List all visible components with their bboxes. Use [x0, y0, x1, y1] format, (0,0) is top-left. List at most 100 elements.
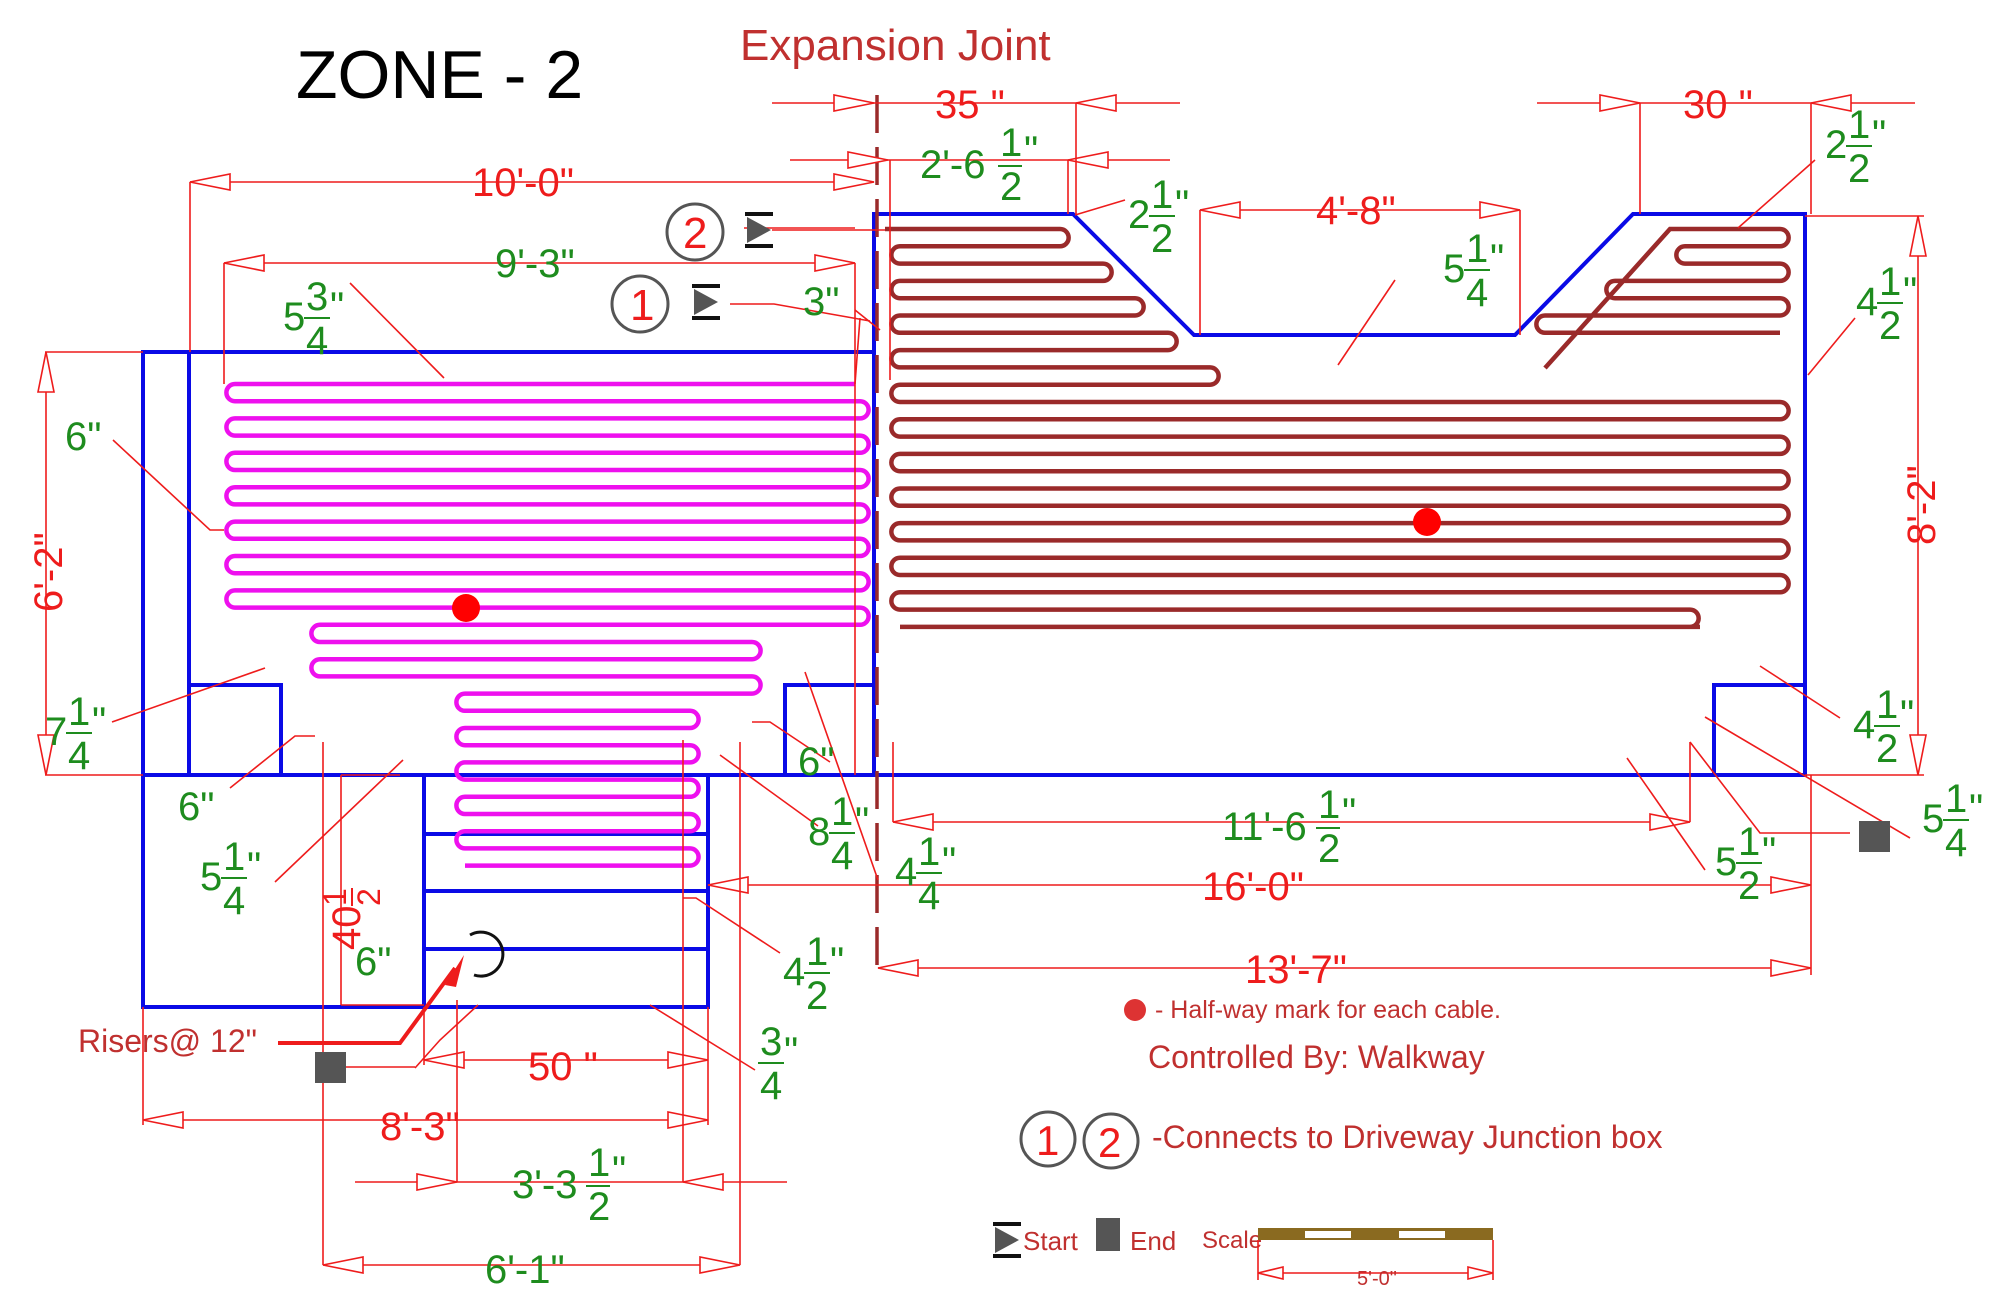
legend-circle-1: 1: [1036, 1117, 1059, 1164]
dim-6-1: 6'-1": [485, 1248, 565, 1292]
legend-halfway: - Half-way mark for each cable.: [1155, 996, 1501, 1024]
spacing-denominator: 4: [1945, 821, 1967, 865]
dim-inch: ": [1024, 129, 1038, 173]
dim-13-7: 13'-7": [1245, 948, 1347, 992]
spacing-inch: ": [1762, 830, 1776, 874]
spacing-inch: ": [330, 285, 344, 329]
spacing-inch: ": [855, 800, 869, 844]
start-marker-1[interactable]: 1: [610, 274, 720, 334]
spacing-numerator: 1: [1876, 683, 1898, 727]
end-marker-cable-2[interactable]: [1859, 821, 1890, 852]
spacing-inch: ": [830, 940, 844, 984]
legend-scale: Scale: [1202, 1227, 1262, 1254]
legend-connects: -Connects to Driveway Junction box: [1152, 1119, 1662, 1155]
dim-value: 11'-6: [1222, 805, 1307, 849]
dim-50: 50 ": [528, 1045, 598, 1089]
dim-den: 2: [588, 1185, 610, 1229]
spacing-inch: ": [1903, 270, 1917, 314]
riser-leader: [278, 966, 457, 1045]
circle-1-label: 1: [630, 281, 654, 330]
dim-2-6-half: 2'-6 1 2 ": [920, 121, 1038, 209]
spacing-denominator: 2: [1848, 147, 1870, 191]
spacing-numerator: 1: [223, 835, 245, 879]
spacing-numerator: 1: [1945, 777, 1967, 821]
spacing-denominator: 2: [1151, 217, 1173, 261]
spacing-6-riser: 6": [355, 940, 391, 984]
halfway-mark-cable-2: [1413, 508, 1441, 536]
dim-40-num: 1: [317, 888, 353, 906]
spacing-numerator: 1: [1151, 173, 1173, 217]
dim-num: 1: [588, 1141, 610, 1185]
spacing-whole: 2: [1825, 123, 1847, 167]
spacing-denominator: 2: [1876, 727, 1898, 771]
spacing-whole: 8: [808, 810, 830, 854]
dim-value: 3'-3: [512, 1163, 577, 1207]
dim-3-3-half: 3'-3 1 2 ": [512, 1141, 626, 1229]
zone-title: ZONE - 2: [296, 37, 583, 113]
legend-end: End: [1130, 1226, 1176, 1256]
spacing-6-lower-left: 6": [178, 785, 214, 829]
dim-4-8: 4'-8": [1316, 189, 1396, 233]
spacing-whole: 5: [283, 295, 305, 339]
legend-start-icon: [993, 1222, 1021, 1258]
spacing-numerator: 1: [806, 930, 828, 974]
spacing-denominator: 2: [1738, 864, 1760, 908]
riser-arrowhead: [445, 955, 464, 987]
spacing-inch: ": [1900, 693, 1914, 737]
spacing-inch: ": [92, 700, 106, 744]
spacing-whole: 4: [895, 850, 917, 894]
spacing-numerator: 1: [68, 690, 90, 734]
legend-end-icon: [1096, 1218, 1120, 1251]
dim-30: 30 ": [1683, 83, 1753, 127]
scale-length: 5'-0": [1357, 1268, 1397, 1290]
end-marker-cable-1[interactable]: [315, 1052, 346, 1083]
legend-circle-2: 2: [1098, 1119, 1121, 1166]
dim-16-0: 16'-0": [1202, 865, 1304, 909]
legend: - Half-way mark for each cable. Controll…: [993, 996, 1662, 1290]
dim-40: 40: [325, 906, 369, 951]
dim-value: 2'-6: [920, 143, 985, 187]
spacing-whole: 5: [1443, 247, 1465, 291]
spacing-whole: 5: [1715, 840, 1737, 884]
spacing-inch: ": [1872, 113, 1886, 157]
spacing-inch: ": [1969, 787, 1983, 831]
cable-2-serpentine: [885, 226, 1791, 630]
spacing-6-middle: 6": [798, 740, 834, 784]
spacing-whole: 5: [200, 855, 222, 899]
spacing-3: 3": [803, 280, 839, 324]
halfway-mark-cable-1: [452, 594, 480, 622]
spacing-whole: 7: [45, 710, 67, 754]
spacing-whole: 5: [1922, 797, 1944, 841]
spacing-denominator: 4: [918, 874, 940, 918]
dim-den: 2: [1000, 165, 1022, 209]
spacing-denominator: 2: [806, 974, 828, 1018]
spacing-whole: 4: [1856, 280, 1878, 324]
halfway-legend-dot: [1124, 999, 1146, 1021]
dim-6-2: 6'-2": [27, 532, 71, 612]
dim-8-3: 8'-3": [380, 1105, 460, 1149]
dim-10-0: 10'-0": [472, 161, 574, 205]
expansion-joint-label: Expansion Joint: [740, 21, 1051, 70]
start-marker-2[interactable]: 2: [665, 202, 885, 262]
spacing-inch: ": [784, 1030, 798, 1074]
spacing-numerator: 3: [760, 1020, 782, 1064]
dim-11-6-half: 11'-6 1 2 ": [1222, 783, 1356, 871]
spacing-denominator: 4: [306, 319, 328, 363]
spacing-numerator: 1: [1466, 227, 1488, 271]
dim-num: 1: [1000, 121, 1022, 165]
spacing-inch: ": [1175, 183, 1189, 227]
circle-2-label: 2: [683, 209, 707, 258]
dim-9-3: 9'-3": [495, 242, 575, 286]
dim-35: 35 ": [935, 83, 1005, 127]
spacing-denominator: 4: [1466, 271, 1488, 315]
